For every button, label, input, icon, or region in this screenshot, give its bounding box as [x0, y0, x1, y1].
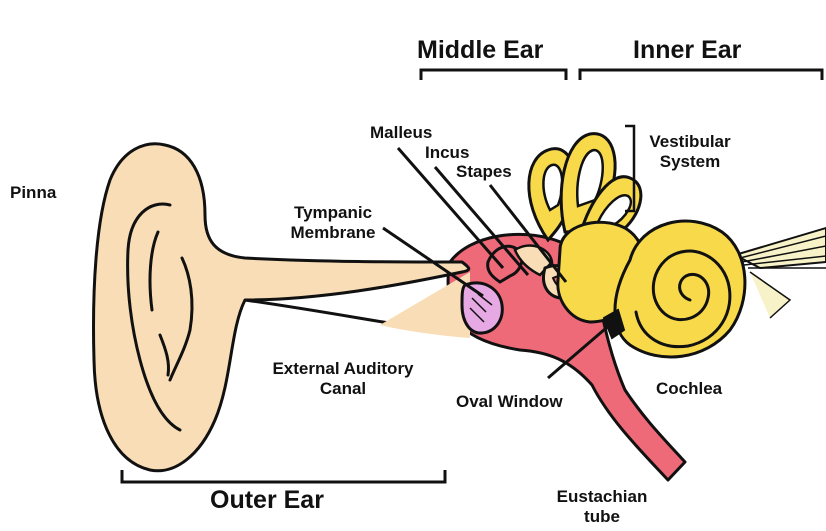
eustachian-label-line2: tube	[540, 507, 664, 527]
oval-window-label: Oval Window	[456, 392, 563, 412]
eustachian-tube-label: Eustachian tube	[540, 487, 664, 526]
external-auditory-canal-label: External Auditory Canal	[250, 359, 436, 398]
vestibular-system-label: Vestibular System	[638, 132, 742, 171]
canal-label-line2: Canal	[250, 379, 436, 399]
tympanic-label-line1: Tympanic	[278, 203, 388, 223]
outer-ear-heading: Outer Ear	[210, 486, 324, 515]
auditory-nerve	[735, 228, 826, 318]
tympanic-membrane-shape	[462, 283, 502, 333]
canal-label-line1: External Auditory	[250, 359, 436, 379]
tympanic-label-line2: Membrane	[278, 223, 388, 243]
outer-ear-shape	[94, 144, 470, 471]
eustachian-label-line1: Eustachian	[540, 487, 664, 507]
middle-ear-heading: Middle Ear	[417, 36, 543, 65]
vestibular-label-line2: System	[638, 152, 742, 172]
malleus-label: Malleus	[370, 123, 432, 143]
vestibular-label-line1: Vestibular	[638, 132, 742, 152]
pinna-label: Pinna	[10, 183, 56, 203]
tympanic-membrane-label: Tympanic Membrane	[278, 203, 388, 242]
cochlea-label: Cochlea	[656, 379, 722, 399]
stapes-label: Stapes	[456, 162, 512, 182]
incus-label: Incus	[425, 143, 469, 163]
inner-ear-heading: Inner Ear	[633, 36, 741, 65]
